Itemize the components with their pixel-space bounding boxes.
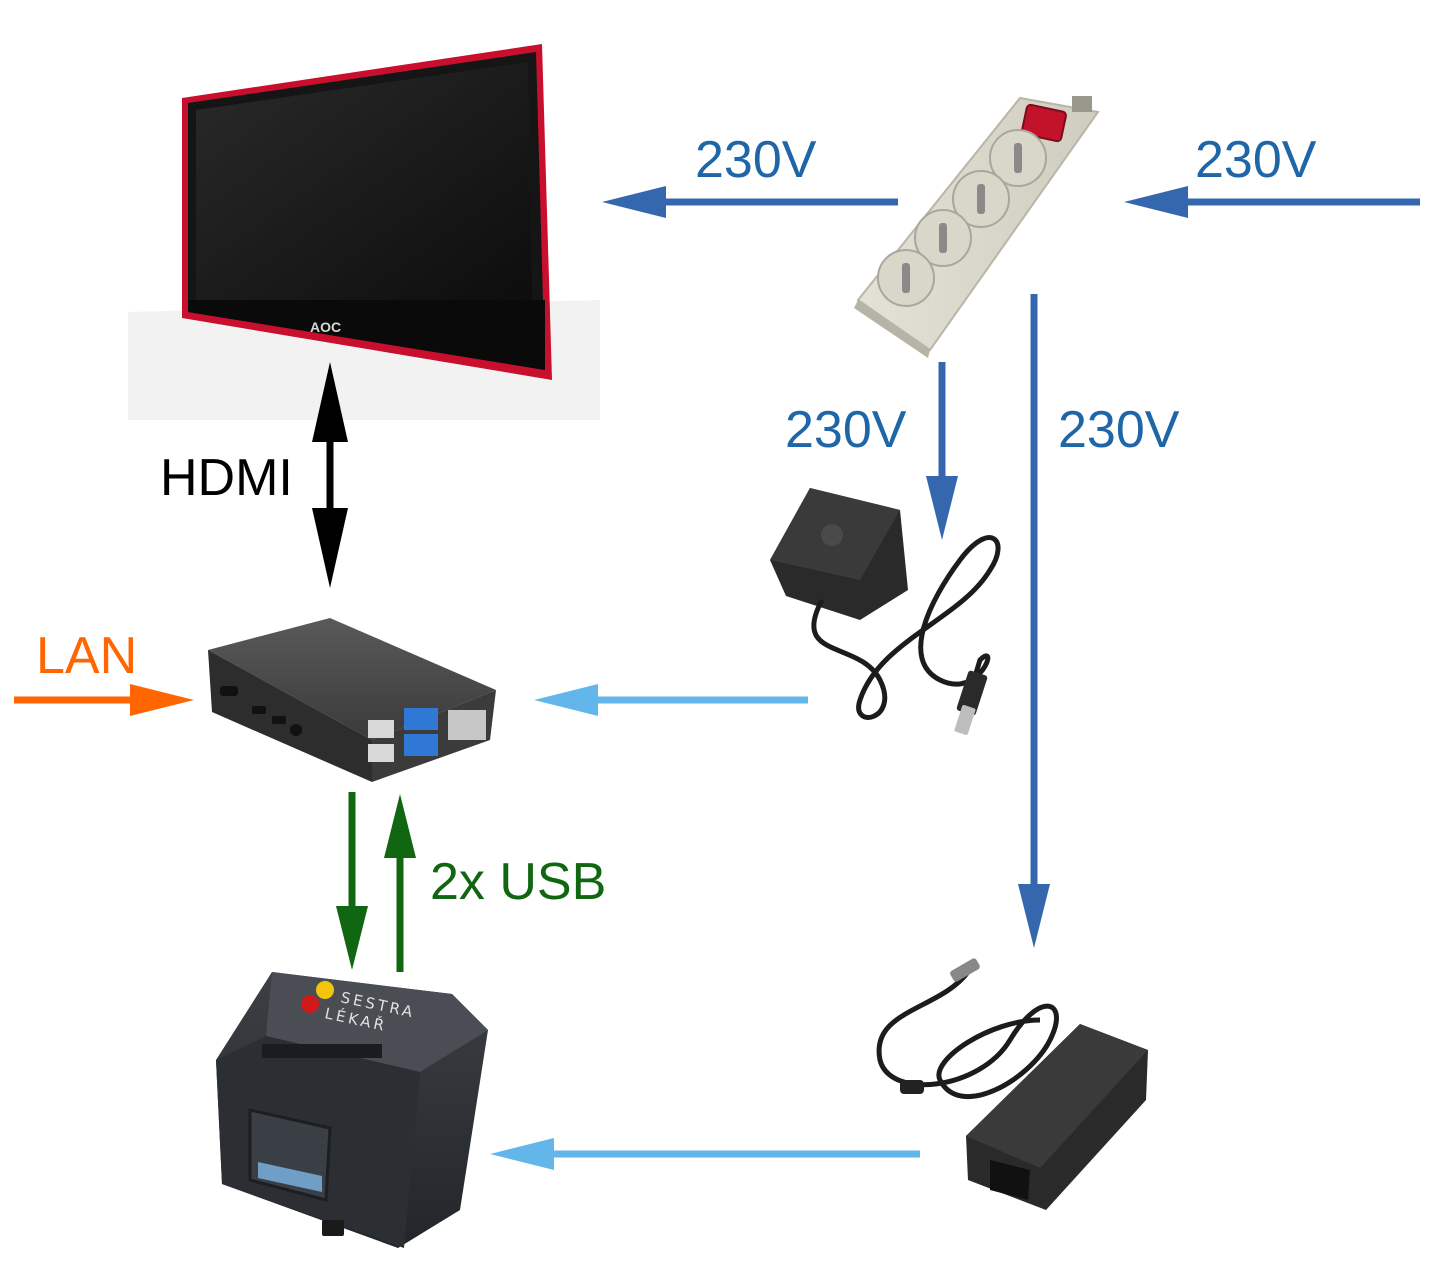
- monitor: AOC: [128, 44, 600, 420]
- socket-1: [989, 129, 1047, 187]
- label-power-input: 230V: [1195, 131, 1317, 189]
- printer-power-switch-icon: [322, 1220, 344, 1236]
- label-power-to-pi-adapter: 230V: [785, 401, 907, 459]
- power-strip: [854, 96, 1100, 358]
- usb3-port-2-icon: [404, 734, 438, 756]
- audio-jack-icon: [290, 724, 302, 736]
- label-hdmi: HDMI: [160, 449, 293, 507]
- pi-power-adapter: [770, 488, 1001, 735]
- arrow-power-to-pi-adapter: [926, 362, 958, 540]
- arrow-dc-to-printer: [490, 1138, 920, 1170]
- arrow-power-to-monitor: [602, 186, 898, 218]
- arrow-usb-up: [384, 794, 416, 972]
- arrow-hdmi: [312, 362, 348, 588]
- arrow-mains-input: [1124, 186, 1420, 218]
- cable-gland: [1072, 96, 1092, 112]
- label-usb: 2x USB: [430, 853, 607, 911]
- usb2-port-2-icon: [368, 744, 394, 762]
- printer-power-adapter: [876, 958, 1148, 1210]
- arrow-usb-down: [336, 792, 368, 970]
- label-power-to-monitor: 230V: [695, 131, 817, 189]
- raspberry-pi: [208, 618, 496, 782]
- yellow-indicator-icon: [316, 981, 334, 999]
- arrow-lan: [14, 684, 194, 716]
- micro-hdmi-port-2-icon: [272, 716, 286, 724]
- socket-3: [914, 209, 972, 267]
- usb3-port-1-icon: [404, 708, 438, 730]
- arrow-power-to-printer-adapter: [1018, 294, 1050, 948]
- red-indicator-icon: [301, 995, 319, 1013]
- label-power-to-printer-adapter: 230V: [1058, 401, 1180, 459]
- arrow-dc-to-pi: [534, 684, 808, 716]
- socket-2: [952, 170, 1010, 228]
- socket-4: [877, 249, 935, 307]
- thermal-printer: SESTRA LÉKAŘ: [216, 972, 488, 1248]
- power-switch: [1021, 103, 1067, 143]
- micro-hdmi-port-1-icon: [252, 706, 266, 714]
- usb-c-port-icon: [220, 686, 238, 696]
- ethernet-port-icon: [448, 710, 486, 740]
- label-lan: LAN: [36, 627, 138, 685]
- raspberry-logo-icon: [821, 524, 843, 546]
- monitor-logo: AOC: [310, 319, 341, 335]
- usb2-port-1-icon: [368, 720, 394, 738]
- iec-socket-icon: [990, 1160, 1030, 1200]
